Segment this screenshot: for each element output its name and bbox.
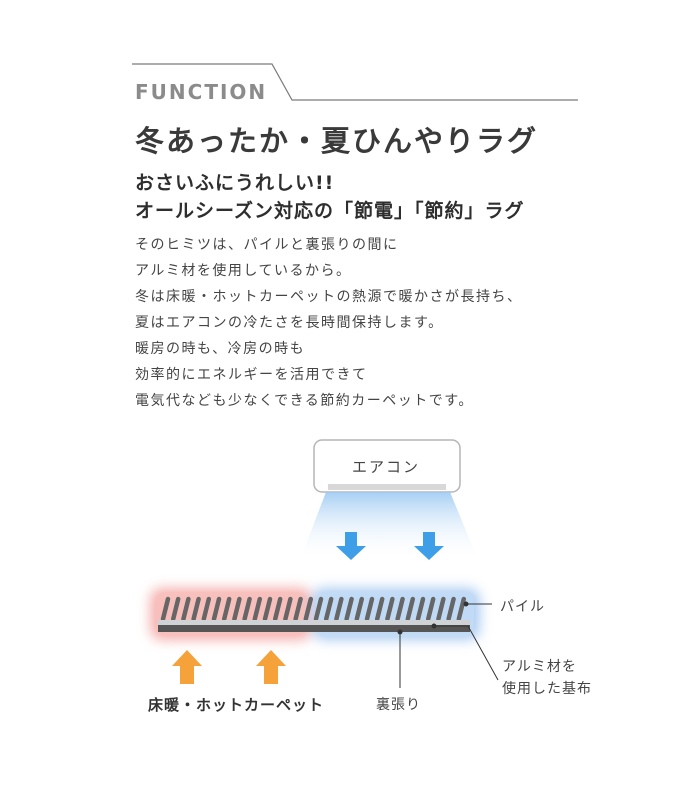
pile-fiber <box>211 596 222 622</box>
cool-arrow-icon <box>336 532 366 560</box>
pile-fibers <box>160 596 467 622</box>
pile-fiber <box>395 596 405 622</box>
pile-fiber <box>313 596 324 622</box>
cool-arrow-icon <box>414 532 444 560</box>
warm-arrow-icon <box>256 650 286 684</box>
description-line: 効率的にエネルギーを活用できて <box>135 367 368 383</box>
pile-fiber <box>191 596 201 622</box>
page-title: 冬あったか・夏ひんやりラグ <box>135 124 539 158</box>
pile-fiber <box>323 596 334 622</box>
pile-fiber <box>456 596 467 622</box>
warm-arrow-icon <box>172 650 202 684</box>
pile-fiber <box>181 596 191 622</box>
pile-fiber <box>201 596 212 622</box>
air-conditioner-label: エアコン <box>352 458 421 476</box>
pile-fiber <box>283 596 293 622</box>
header-divider <box>132 63 578 101</box>
aluminum-label-line-2: 使用した基布 <box>502 681 592 697</box>
backing-label: 裏張り <box>376 697 421 713</box>
description-line: 暖房の時も、冷房の時も <box>135 341 306 357</box>
pile-fiber <box>252 596 263 622</box>
pile-label: パイル <box>500 599 545 615</box>
pile-fiber <box>242 596 252 622</box>
description-line: アルミ材を使用しているから。 <box>135 263 352 279</box>
pile-fiber <box>262 596 273 622</box>
floor-heating-label: 床暖・ホットカーペット <box>148 696 325 714</box>
pile-fiber <box>415 596 426 622</box>
pile-fiber <box>385 596 395 622</box>
pile-fiber <box>344 596 354 622</box>
pile-fiber <box>221 596 232 622</box>
pile-fiber <box>293 596 303 622</box>
aluminum-label-line-1: アルミ材を <box>502 659 577 675</box>
aluminum-layer <box>158 620 470 625</box>
leader-lines <box>397 601 499 688</box>
backing-layer <box>158 625 470 632</box>
pile-fiber <box>334 596 344 622</box>
pile-fiber <box>160 596 171 622</box>
aluminum-label: アルミ材を 使用した基布 <box>502 656 612 700</box>
pile-fiber <box>374 596 385 622</box>
pile-fiber <box>436 596 446 622</box>
description: そのヒミツは、パイルと裏張りの間に アルミ材を使用しているから。 冬は床暖・ホッ… <box>135 232 605 414</box>
description-line: 冬は床暖・ホットカーペットの熱源で暖かさが長持ち、 <box>135 289 523 305</box>
subtitle-line-2: オールシーズン対応の「節電」「節約」ラグ <box>135 200 525 222</box>
pile-fiber <box>232 596 242 622</box>
pile-fiber <box>364 596 375 622</box>
subtitle-line-1: おさいふにうれしい!! <box>135 172 335 194</box>
pile-fiber <box>303 596 314 622</box>
pile-fiber <box>272 596 283 622</box>
description-line: そのヒミツは、パイルと裏張りの間に <box>135 237 399 253</box>
pile-fiber <box>425 596 436 622</box>
description-line: 夏はエアコンの冷たさを長時間保持します。 <box>135 315 444 331</box>
pile-fiber <box>354 596 365 622</box>
pile-fiber <box>446 596 456 622</box>
section-label: FUNCTION <box>135 80 268 104</box>
description-line: 電気代なども少なくできる節約カーペットです。 <box>135 393 474 409</box>
pile-fiber <box>170 596 181 622</box>
pile-fiber <box>405 596 416 622</box>
cool-air-flow <box>300 492 478 560</box>
